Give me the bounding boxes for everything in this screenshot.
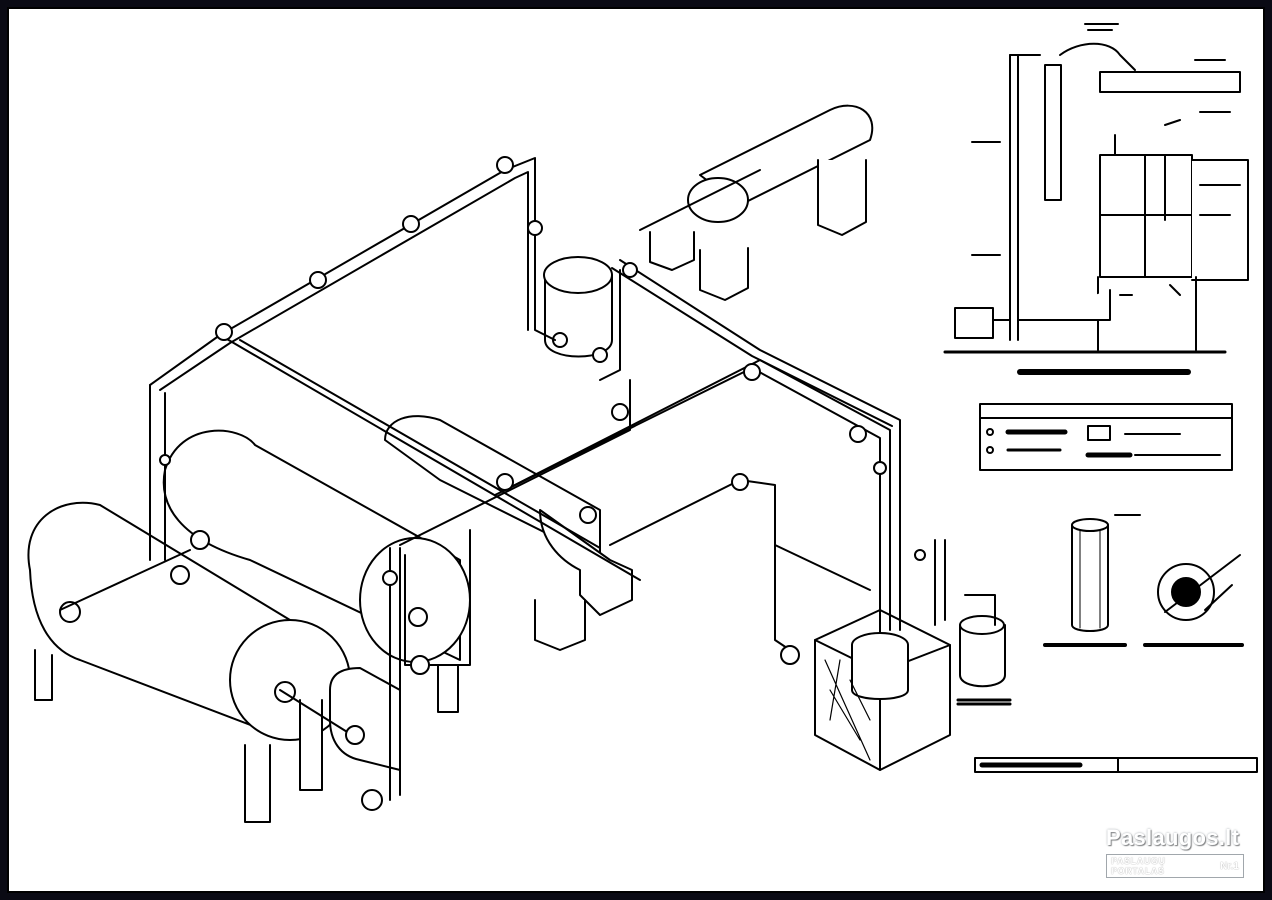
cooling-box <box>814 609 951 771</box>
watermark-subtitle: PASLAUGŲ PORTALAS <box>1111 856 1166 876</box>
watermark-badge: Nr.1 <box>1220 860 1239 872</box>
watermark-subtitle-row: PASLAUGŲ PORTALAS Nr.1 <box>1106 854 1244 878</box>
cylinder-detail <box>1043 514 1141 647</box>
chiller-unit-center <box>384 415 633 651</box>
pipe-valves <box>159 156 926 745</box>
detail-elevation-drawing <box>943 42 1249 375</box>
horizontal-tank-left-back <box>162 429 471 791</box>
title-block <box>974 757 1258 773</box>
horizontal-tank-left-front <box>27 501 351 823</box>
flange-detail <box>1143 554 1244 647</box>
receiver-vessel <box>543 256 613 363</box>
legend-box <box>979 403 1233 471</box>
watermark-title: Paslaugos.lt <box>1106 825 1240 850</box>
horizontal-tank-upper-right <box>639 104 874 301</box>
annotation-marks <box>956 23 1241 706</box>
piping-network <box>59 157 996 801</box>
expansion-tank-right <box>956 615 1012 702</box>
paslaugos-watermark-logo: Paslaugos.lt PASLAUGŲ PORTALAS Nr.1 <box>1106 826 1248 878</box>
small-tank-front <box>329 667 401 811</box>
